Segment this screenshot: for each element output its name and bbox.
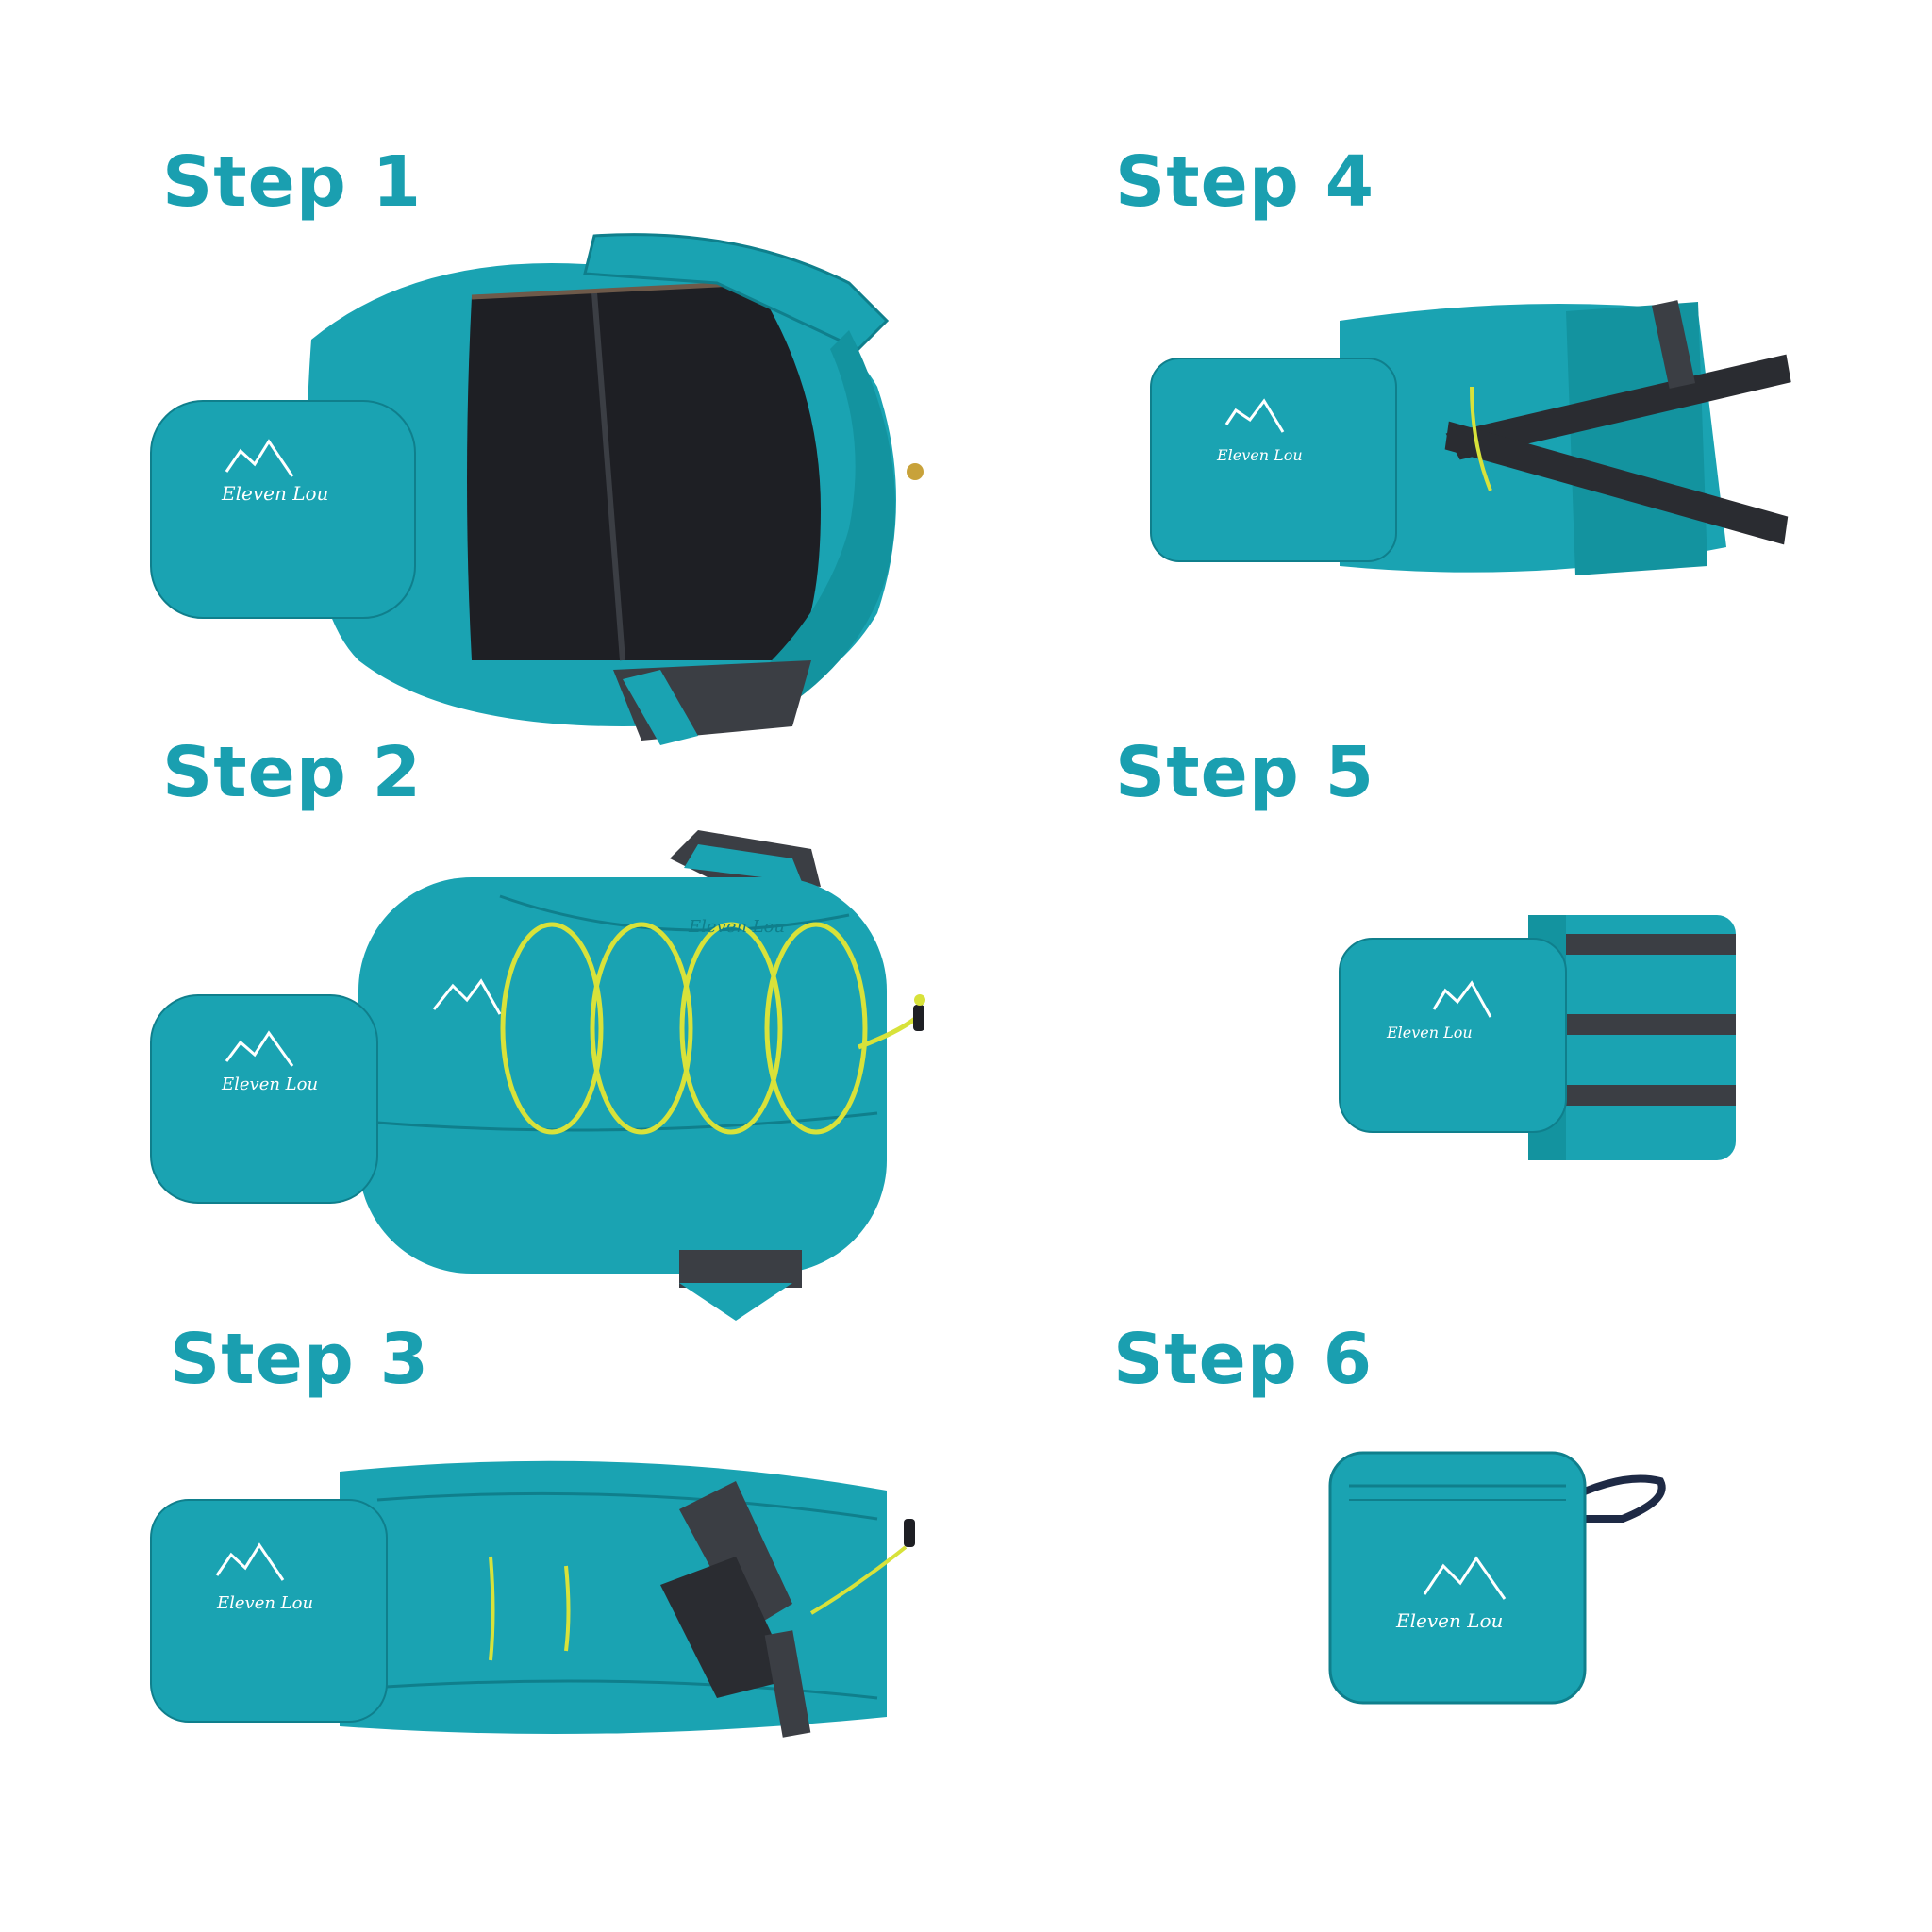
step-5-brand: Eleven Lou: [1386, 1024, 1473, 1041]
step-4-title: Step 4: [1115, 142, 1375, 223]
step-5-title: Step 5: [1115, 732, 1375, 813]
svg-text:Eleven Lou: Eleven Lou: [1395, 1609, 1503, 1632]
step-1-illustration: Eleven Lou: [150, 233, 924, 745]
step-6-title: Step 6: [1113, 1319, 1374, 1400]
step-2-print: Eleven Lou: [688, 917, 785, 937]
step-3-title: Step 3: [170, 1319, 430, 1400]
step-6-illustration: Eleven Lou: [1328, 1451, 1666, 1705]
step-1-brand: Eleven Lou: [221, 482, 328, 505]
step-2-brand: Eleven Lou: [221, 1074, 318, 1094]
step-4-brand: Eleven Lou: [1216, 446, 1303, 464]
step-3-illustration: Eleven Lou: [150, 1460, 915, 1738]
step-4-illustration: Eleven Lou: [1150, 300, 1791, 575]
step-1-title: Step 1: [162, 142, 423, 223]
step-3-brand: Eleven Lou: [216, 1593, 313, 1613]
step-2-title: Step 2: [162, 732, 423, 813]
step-2-illustration: Eleven Lou Eleven Lou: [150, 830, 925, 1321]
step-5-illustration: Eleven Lou: [1339, 915, 1736, 1160]
